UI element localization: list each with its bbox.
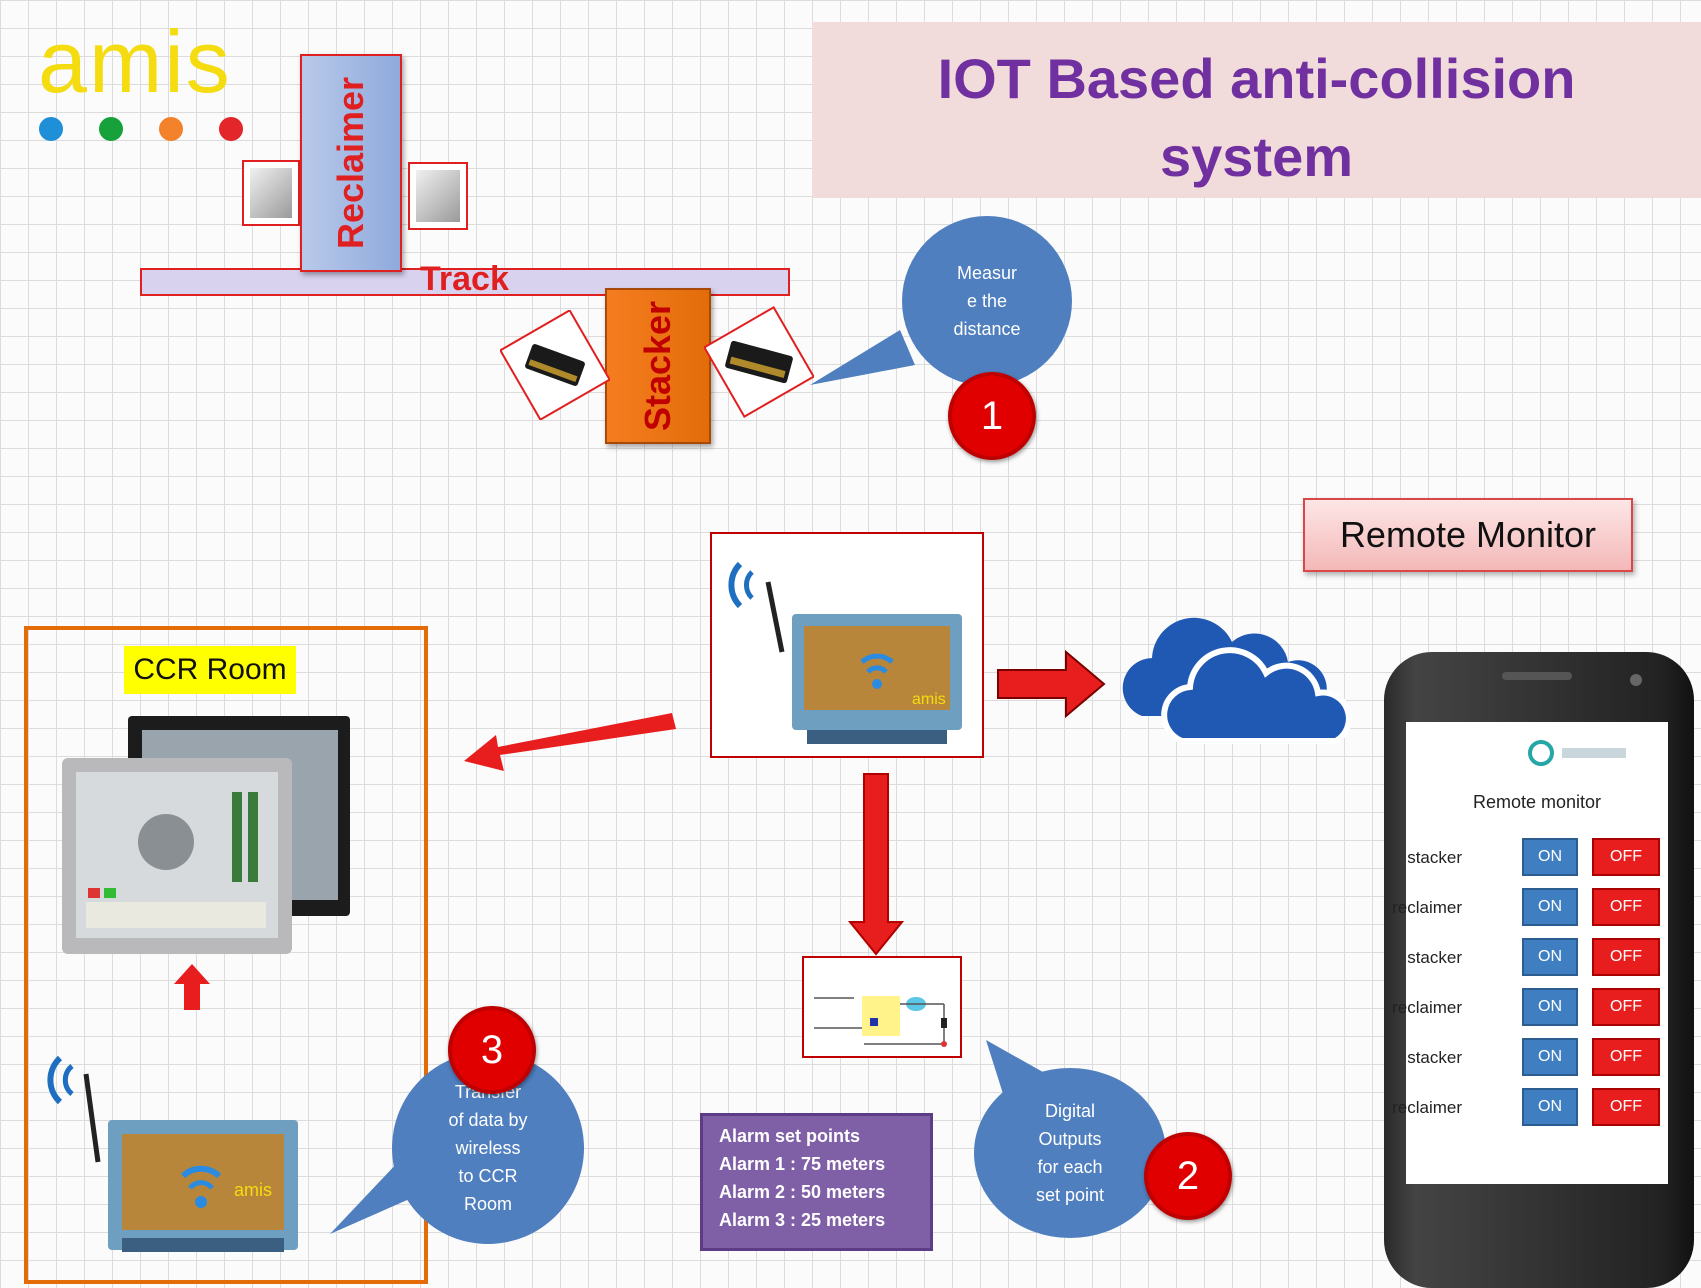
app-logo-bar bbox=[1562, 748, 1626, 758]
logo-dot-orange bbox=[159, 117, 183, 141]
bubble-2-tail bbox=[986, 1040, 1050, 1116]
alarm-heading: Alarm set points bbox=[719, 1126, 861, 1146]
device-row-label: reclaimer bbox=[1392, 1098, 1462, 1117]
step-1-bubble: Measur e the distance bbox=[902, 216, 1072, 386]
app-logo-icon bbox=[1528, 740, 1554, 766]
device-row-label: stacker bbox=[1407, 848, 1462, 867]
step-2-bubble: Digital Outputs for each set point bbox=[974, 1068, 1166, 1238]
step-3-text-line: of data by bbox=[448, 1110, 528, 1130]
step-2-text-line: Digital bbox=[1044, 1101, 1095, 1121]
alarm-set-points: Alarm set points Alarm 1 : 75 meters Ala… bbox=[700, 1113, 933, 1251]
stacker-left-sensor bbox=[500, 310, 610, 420]
step-2-text-line: set point bbox=[1035, 1185, 1105, 1205]
on-button[interactable]: ON bbox=[1522, 938, 1578, 976]
reclaimer-right-sensor bbox=[408, 162, 468, 230]
logo-dot-red bbox=[219, 117, 243, 141]
logo-dot-green bbox=[99, 117, 123, 141]
off-button[interactable]: OFF bbox=[1592, 838, 1660, 876]
step-2-badge: 2 bbox=[1144, 1132, 1232, 1220]
device-row-label: reclaimer bbox=[1392, 998, 1462, 1017]
logo-dot-blue bbox=[39, 117, 63, 141]
stacker-right-sensor bbox=[704, 305, 814, 419]
title-line-2: system bbox=[1159, 125, 1354, 188]
arrow-to-ccr bbox=[464, 713, 676, 771]
page-title: IOT Based anti-collision system bbox=[812, 22, 1701, 196]
device-row-label: stacker bbox=[1407, 1048, 1462, 1067]
alarm-item: Alarm 2 : 50 meters bbox=[719, 1182, 886, 1202]
track bbox=[140, 268, 790, 296]
ccr-room-label: CCR Room bbox=[124, 646, 296, 694]
on-button[interactable]: ON bbox=[1522, 1038, 1578, 1076]
reclaimer-label: Reclaimer bbox=[330, 76, 372, 250]
device-row-label: stacker bbox=[1407, 948, 1462, 967]
reclaimer-machine: Reclaimer bbox=[300, 54, 402, 272]
circuit-diagram-icon bbox=[814, 996, 947, 1047]
stacker-machine: Stacker bbox=[605, 288, 711, 444]
off-button[interactable]: OFF bbox=[1592, 988, 1660, 1026]
step-3-text-line: wireless bbox=[455, 1138, 521, 1158]
title-line-1: IOT Based anti-collision bbox=[937, 47, 1576, 110]
step-3-text-line: Room bbox=[463, 1194, 512, 1214]
off-button[interactable]: OFF bbox=[1592, 1088, 1660, 1126]
digital-output-circuit bbox=[802, 956, 962, 1058]
on-button[interactable]: ON bbox=[1522, 1088, 1578, 1126]
ccr-wireless-device: amis bbox=[47, 1055, 298, 1252]
remote-monitor-label: Remote Monitor bbox=[1303, 498, 1633, 572]
step-2-text-line: Outputs bbox=[1038, 1129, 1102, 1149]
wireless-gateway-icon: amis bbox=[728, 561, 962, 744]
on-button[interactable]: ON bbox=[1522, 988, 1578, 1026]
app-title: Remote monitor bbox=[1472, 792, 1602, 812]
step-3-badge: 3 bbox=[448, 1006, 536, 1094]
arrow-up-to-screen bbox=[174, 964, 210, 1010]
hmi-screens-icon bbox=[62, 716, 350, 954]
device-brand: amis bbox=[912, 691, 946, 708]
phone-camera bbox=[1630, 674, 1642, 686]
step-3-text-line: to CCR bbox=[458, 1166, 518, 1186]
amis-logo: amis bbox=[38, 12, 232, 111]
arrow-to-outputs bbox=[848, 773, 904, 956]
step-1-text-line: Measur bbox=[956, 263, 1017, 283]
alarm-item: Alarm 3 : 25 meters bbox=[719, 1210, 886, 1230]
device-brand: amis bbox=[234, 1180, 272, 1200]
step-1-text-line: distance bbox=[953, 319, 1021, 339]
phone-speaker bbox=[1502, 672, 1572, 680]
arrow-to-cloud bbox=[997, 650, 1106, 718]
central-wireless-device: amis bbox=[710, 532, 984, 758]
off-button[interactable]: OFF bbox=[1592, 938, 1660, 976]
bubble-1-tail bbox=[810, 330, 915, 385]
alarm-item: Alarm 1 : 75 meters bbox=[719, 1154, 886, 1174]
on-button[interactable]: ON bbox=[1522, 888, 1578, 926]
step-1-badge: 1 bbox=[948, 372, 1036, 460]
off-button[interactable]: OFF bbox=[1592, 888, 1660, 926]
on-button[interactable]: ON bbox=[1522, 838, 1578, 876]
track-label: Track bbox=[420, 260, 509, 298]
cloud-icon bbox=[1122, 617, 1352, 744]
title-box: IOT Based anti-collision system bbox=[812, 22, 1701, 198]
stacker-label: Stacker bbox=[637, 300, 679, 432]
reclaimer-left-sensor bbox=[242, 160, 300, 226]
device-row-label: reclaimer bbox=[1392, 898, 1462, 917]
ccr-room-frame bbox=[24, 626, 428, 1284]
off-button[interactable]: OFF bbox=[1592, 1038, 1660, 1076]
step-1-text-line: e the bbox=[966, 291, 1008, 311]
step-2-text-line: for each bbox=[1037, 1157, 1103, 1177]
